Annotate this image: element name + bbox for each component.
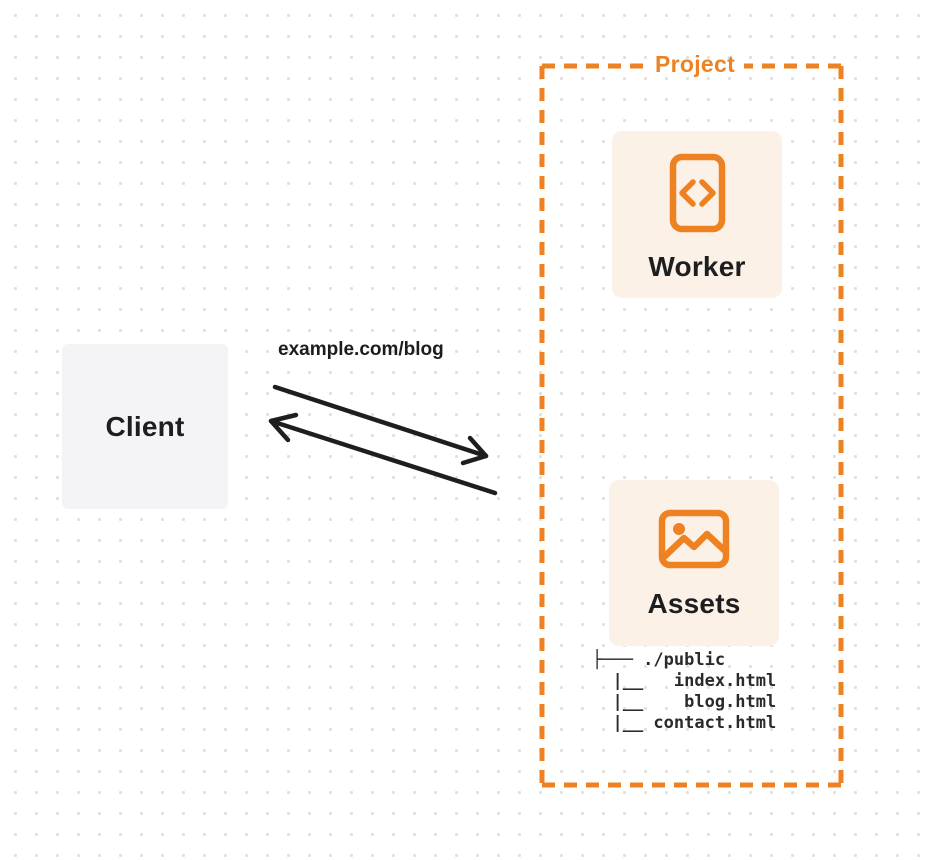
worker-card: Worker xyxy=(612,131,782,298)
assets-file-tree: ├─── ./public |__ index.html |__ blog.ht… xyxy=(592,650,777,733)
request-url-label: example.com/blog xyxy=(278,339,444,360)
worker-label: Worker xyxy=(648,251,746,282)
project-label: Project xyxy=(654,51,736,77)
client-label: Client xyxy=(105,410,185,442)
image-icon xyxy=(655,506,733,572)
request-arrow xyxy=(272,384,489,466)
assets-card: Assets xyxy=(609,480,779,646)
assets-label: Assets xyxy=(647,588,741,619)
client-node: Client xyxy=(62,344,228,509)
code-document-icon xyxy=(665,153,729,233)
response-arrow xyxy=(268,412,498,496)
